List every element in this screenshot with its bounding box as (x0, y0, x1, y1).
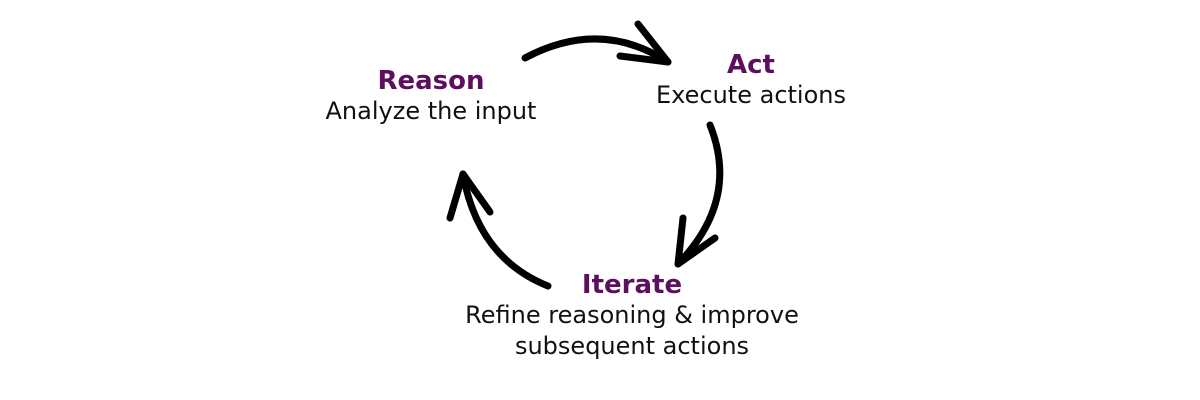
node-iterate: Iterate Refine reasoning & improve subse… (432, 270, 832, 362)
iterate-title: Iterate (581, 270, 683, 300)
node-reason: Reason Analyze the input (286, 66, 576, 127)
arrow-reason-to-act (521, 20, 672, 66)
iterate-description-line-1: Refine reasoning & improve (465, 301, 799, 329)
arrow-iterate-to-reason (446, 170, 552, 290)
reason-description: Analyze the input (325, 97, 537, 125)
arrow-act-to-iterate (674, 121, 724, 268)
node-act: Act Execute actions (606, 50, 896, 111)
act-title: Act (727, 50, 775, 80)
reason-title: Reason (377, 66, 485, 96)
iterate-description-line-2: subsequent actions (514, 332, 750, 360)
act-description: Execute actions (656, 81, 846, 109)
